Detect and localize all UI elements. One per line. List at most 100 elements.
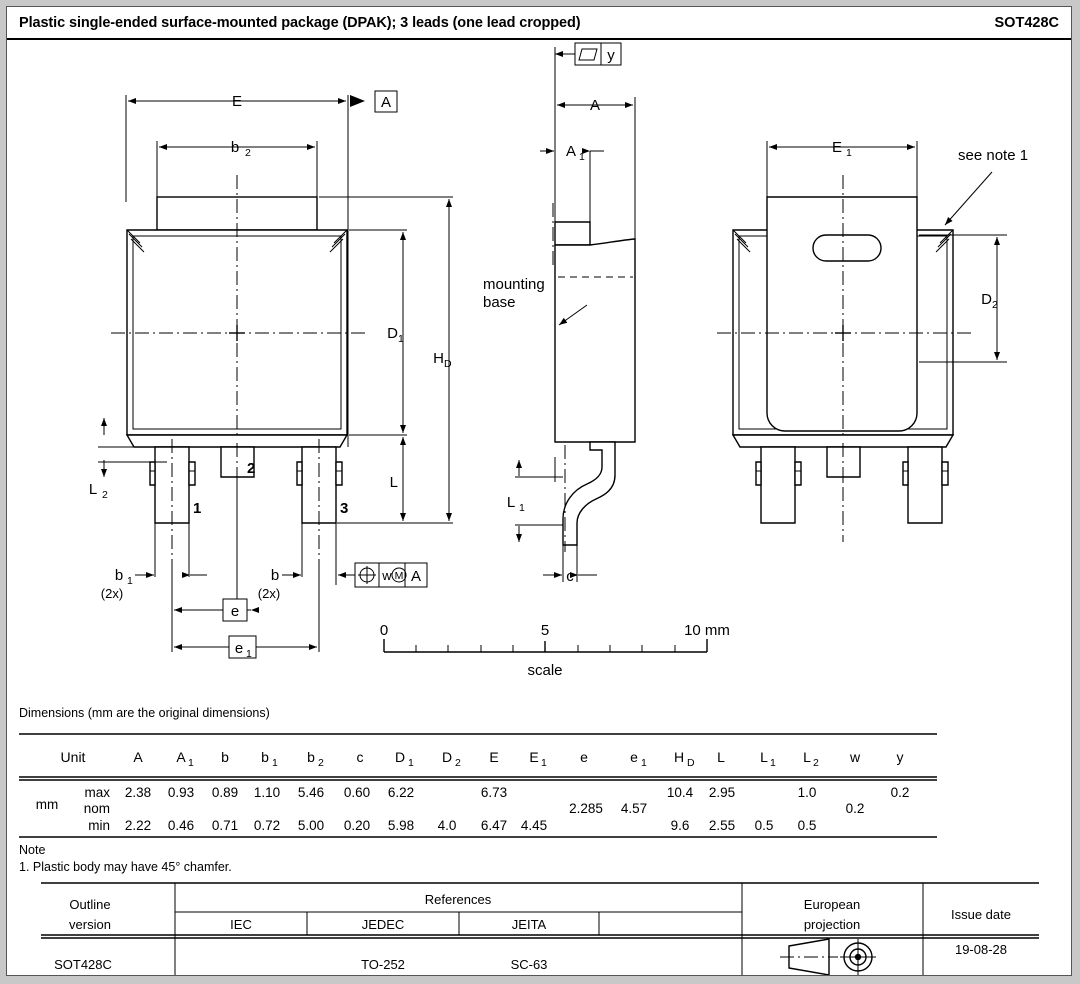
dimensions-caption: Dimensions (mm are the original dimensio…: [19, 706, 270, 720]
side-view-lead-stub: [554, 221, 591, 246]
dimension-e1: e 1: [171, 563, 320, 660]
footer-table: Outline version References IEC JEDEC JEI…: [41, 882, 1039, 975]
top-view-body-inner: [132, 235, 342, 430]
cell-max-17: 0.2: [891, 785, 910, 800]
label-b1: b: [115, 567, 123, 584]
header-rule: [7, 38, 1071, 40]
label-b1-sub: 1: [127, 575, 133, 587]
flatness-frame: y: [555, 42, 622, 66]
cell-max-2: 0.89: [212, 785, 238, 800]
cell-max-0: 2.38: [125, 785, 151, 800]
top-view-lead-2: 2: [220, 443, 255, 485]
cell-max-8: 6.73: [481, 785, 507, 800]
bottom-view: E 1: [717, 139, 1028, 542]
dimension-b: b (2x): [258, 523, 337, 601]
col-header-8: E: [489, 749, 498, 765]
dimension-E: E A: [125, 90, 398, 447]
label-see-note: see note 1: [958, 147, 1028, 164]
col-header-2: b: [221, 749, 229, 765]
label-b1-2x: (2x): [101, 586, 123, 601]
package-code: SOT428C: [994, 15, 1059, 31]
dimension-e: e: [171, 477, 259, 622]
dimensions-unit-value: mm: [36, 797, 59, 812]
note-block: Note 1. Plastic body may have 45° chamfe…: [19, 843, 232, 874]
scale-tick-10: 10 mm: [684, 622, 730, 639]
footer-outline-label-1: Outline: [69, 897, 110, 912]
col-header-12: H: [674, 749, 684, 765]
label-tol-M: M: [395, 570, 404, 582]
cell-min-7: 4.0: [438, 818, 457, 833]
footer-european-label-2: projection: [804, 917, 860, 932]
label-mounting-base-2: base: [483, 294, 516, 311]
cell-max-13: 2.95: [709, 785, 735, 800]
col-header-17: y: [897, 749, 904, 765]
dimensions-unit-header: Unit: [61, 749, 86, 765]
page-title: Plastic single-ended surface-mounted pac…: [19, 15, 581, 31]
label-datum-A: A: [381, 94, 391, 111]
dimension-L2: L 2: [89, 418, 167, 501]
cell-min-9: 4.45: [521, 818, 547, 833]
note-heading: Note: [19, 843, 45, 857]
top-view: E A b 2: [89, 90, 453, 660]
label-A1: A: [566, 143, 576, 160]
col-header-11-sub: 1: [641, 757, 647, 769]
cell-min-14: 0.5: [755, 818, 774, 833]
col-header-12-sub: D: [687, 757, 695, 769]
scale-tick-0: 0: [380, 622, 388, 639]
dimension-HD: H D: [319, 196, 453, 524]
col-header-6-sub: 1: [408, 757, 414, 769]
footer-outline-label-2: version: [69, 917, 111, 932]
bottom-view-flange: [731, 434, 955, 448]
label-tol-y: y: [607, 47, 615, 64]
european-projection-icon: [780, 938, 876, 975]
drawing-sheet: Plastic single-ended surface-mounted pac…: [6, 6, 1072, 976]
cell-min-13: 2.55: [709, 818, 735, 833]
label-E1: E: [832, 139, 842, 156]
label-D2-sub: 2: [992, 299, 998, 311]
cell-min-8: 6.47: [481, 818, 507, 833]
scale-label: scale: [527, 662, 562, 679]
cell-max-6: 6.22: [388, 785, 414, 800]
col-header-13: L: [717, 749, 725, 765]
label-b2: b: [231, 139, 239, 156]
row-label-min: min: [88, 818, 110, 833]
label-b-2x: (2x): [258, 586, 280, 601]
col-header-4-sub: 2: [318, 757, 324, 769]
dimension-A: A: [557, 97, 633, 114]
footer-issue-date-value: 19-08-28: [955, 942, 1007, 957]
cell-nom-16: 0.2: [846, 801, 865, 816]
label-e: e: [231, 603, 239, 620]
side-view-body: [554, 238, 636, 443]
footer-jeita-value: SC-63: [511, 957, 548, 972]
label-L2-sub: 2: [102, 489, 108, 501]
dimension-E1: E 1: [766, 139, 918, 199]
col-header-7-sub: 2: [455, 757, 461, 769]
col-header-11: e: [630, 749, 638, 765]
row-label-max: max: [84, 785, 110, 800]
col-header-9-sub: 1: [541, 757, 547, 769]
tolerance-frame: w M A: [338, 562, 428, 588]
col-header-15: L: [803, 749, 811, 765]
dimensions-row-min: min 2.22 0.46 0.71 0.72 5.00 0.20 5.98 4…: [88, 818, 816, 833]
label-lead-1: 1: [193, 500, 201, 517]
footer-jeita-label: JEITA: [512, 917, 547, 932]
cell-min-3: 0.72: [254, 818, 280, 833]
cell-max-12: 10.4: [667, 785, 694, 800]
dimensions-table: Dimensions (mm are the original dimensio…: [19, 706, 937, 838]
see-note-callout: see note 1: [944, 147, 1028, 226]
label-mounting-base-1: mounting: [483, 276, 545, 293]
cell-min-0: 2.22: [125, 818, 151, 833]
label-L1: L: [507, 494, 515, 511]
cell-min-1: 0.46: [168, 818, 194, 833]
label-L2: L: [89, 481, 97, 498]
col-header-9: E: [529, 749, 538, 765]
label-HD: H: [433, 350, 444, 367]
label-D2: D: [981, 291, 992, 308]
cell-max-3: 1.10: [254, 785, 280, 800]
footer-jedec-value: TO-252: [361, 957, 405, 972]
footer-references-label: References: [425, 892, 492, 907]
dimension-L1: L 1: [507, 445, 566, 552]
scale-bar: 0 5 10 mm scale: [380, 622, 730, 679]
footer-iec-label: IEC: [230, 917, 252, 932]
